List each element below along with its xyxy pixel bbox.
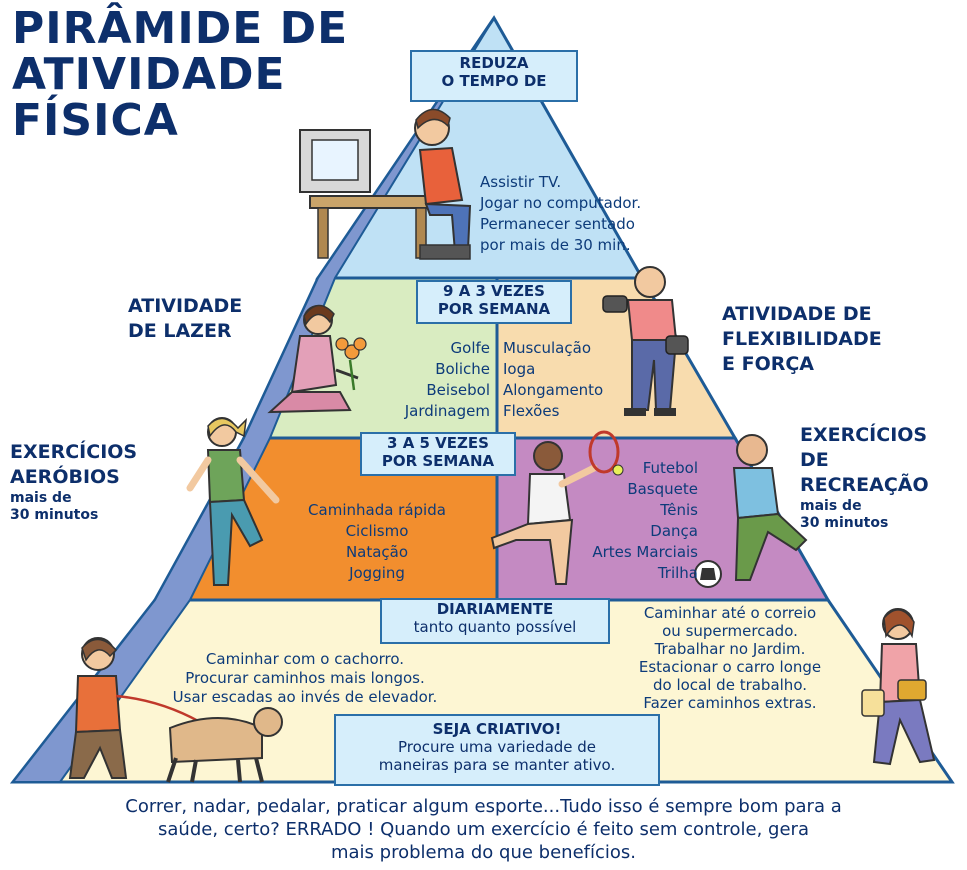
list-item: Basquete <box>627 480 698 498</box>
person-computer-illustration <box>299 108 472 260</box>
sedentary-list: Assistir TV. Jogar no computador. Perman… <box>480 172 641 256</box>
list-item: Assistir TV. <box>480 173 562 191</box>
list-item: Beisebol <box>426 381 490 399</box>
reduce-time-box-line-1: REDUZA <box>459 54 529 72</box>
list-item: Ioga <box>503 360 536 378</box>
frequency-box-tier2-line-1: 9 A 3 VEZES <box>443 282 545 300</box>
list-item: ou supermercado. <box>662 622 798 640</box>
dog-walker-illustration <box>68 637 283 783</box>
footer-caption: Correr, nadar, pedalar, praticar algum e… <box>10 795 957 864</box>
frequency-box-tier3-line-1: 3 A 5 VEZES <box>387 434 489 452</box>
be-creative-text-line-2: maneiras para se manter ativo. <box>378 756 616 774</box>
reduce-time-box-line-2: O TEMPO DE <box>441 72 547 90</box>
jogging-woman-illustration <box>186 417 280 586</box>
list-item: Jardinagem <box>404 402 490 420</box>
recreation-exercises-label: EXERCÍCIOS DE RECREAÇÃO mais de 30 minut… <box>800 423 929 532</box>
list-item: Estacionar o carro longe <box>638 658 822 676</box>
footer-line-1: Correr, nadar, pedalar, praticar algum e… <box>125 796 842 817</box>
title-line-2: ATIVIDADE <box>12 49 286 100</box>
label-line: DE LAZER <box>128 320 232 342</box>
list-item: Boliche <box>435 360 490 378</box>
label-line: ATIVIDADE DE <box>722 303 872 325</box>
tennis-player-illustration <box>490 430 624 585</box>
leisure-activity-label: ATIVIDADE DE LAZER <box>128 294 242 344</box>
label-line: AERÓBIOS <box>10 466 120 488</box>
label-line: DE <box>800 449 829 471</box>
label-subline: mais de <box>10 490 72 506</box>
list-item: Usar escadas ao invés de elevador. <box>172 688 438 706</box>
label-line: FLEXIBILIDADE <box>722 328 882 350</box>
daily-box-title: DIARIAMENTE <box>436 600 554 618</box>
list-item: por mais de 30 min. <box>480 236 631 254</box>
label-line: EXERCÍCIOS <box>10 441 138 463</box>
weightlifter-illustration <box>602 266 689 416</box>
label-line: ATIVIDADE <box>128 295 243 317</box>
list-item: Futebol <box>642 459 698 477</box>
list-item: do local de trabalho. <box>652 676 807 694</box>
list-item: Procurar caminhos mais longos. <box>185 669 425 687</box>
list-item: Fazer caminhos extras. <box>643 694 817 712</box>
flexibility-strength-label: ATIVIDADE DE FLEXIBILIDADE E FORÇA <box>722 302 882 377</box>
daily-box-text: tanto quanto possível <box>413 618 577 636</box>
footer-line-2: saúde, certo? ERRADO ! Quando um exercíc… <box>158 819 809 840</box>
strength-list: Musculação Ioga Alongamento Flexões <box>503 338 603 422</box>
be-creative-text-line-1: Procure uma variedade de <box>397 738 597 756</box>
list-item: Golfe <box>450 339 490 357</box>
be-creative-title: SEJA CRIATIVO! <box>432 720 562 738</box>
list-item: Alongamento <box>503 381 604 399</box>
list-item: Caminhar até o correio <box>643 604 817 622</box>
list-item: Jogging <box>349 564 405 582</box>
label-line: E FORÇA <box>722 353 815 375</box>
daily-right-list: Caminhar até o correio ou supermercado. … <box>610 604 850 712</box>
frequency-box-tier2-line-2: POR SEMANA <box>437 300 551 318</box>
list-item: Flexões <box>503 402 560 420</box>
list-item: Trilha <box>657 564 698 582</box>
label-subline: mais de <box>800 498 862 514</box>
footer-line-3: mais problema do que benefícios. <box>330 842 636 863</box>
be-creative-box: SEJA CRIATIVO! Procure uma variedade de … <box>334 714 660 786</box>
list-item: Dança <box>650 522 698 540</box>
daily-box: DIARIAMENTE tanto quanto possível <box>380 598 610 644</box>
reduce-time-box: REDUZA O TEMPO DE <box>410 50 578 102</box>
list-item: Ciclismo <box>345 522 409 540</box>
list-item: Tênis <box>660 501 698 519</box>
list-item: Natação <box>345 543 409 561</box>
page-title: PIRÂMIDE DE ATIVIDADE FÍSICA <box>12 6 348 144</box>
list-item: Musculação <box>503 339 591 357</box>
label-subline: 30 minutos <box>10 507 99 523</box>
title-line-1: PIRÂMIDE DE <box>12 3 349 54</box>
frequency-box-tier3: 3 A 5 VEZES POR SEMANA <box>360 432 516 476</box>
recreation-list: Futebol Basquete Tênis Dança Artes Marci… <box>580 458 698 584</box>
list-item: Jogar no computador. <box>480 194 642 212</box>
aerobic-list: Caminhada rápida Ciclismo Natação Joggin… <box>282 500 472 584</box>
soccer-player-illustration <box>694 434 808 588</box>
title-line-3: FÍSICA <box>12 95 179 146</box>
frequency-box-tier2: 9 A 3 VEZES POR SEMANA <box>416 280 572 324</box>
leisure-list: Golfe Boliche Beisebol Jardinagem <box>380 338 490 422</box>
list-item: Artes Marciais <box>592 543 698 561</box>
list-item: Permanecer sentado <box>480 215 635 233</box>
label-subline: 30 minutos <box>800 515 889 531</box>
shopping-woman-illustration <box>861 608 936 766</box>
daily-left-list: Caminhar com o cachorro. Procurar caminh… <box>130 650 480 707</box>
frequency-box-tier3-line-2: POR SEMANA <box>381 452 495 470</box>
list-item: Caminhada rápida <box>308 501 446 519</box>
aerobic-exercises-label: EXERCÍCIOS AERÓBIOS mais de 30 minutos <box>10 440 137 524</box>
label-line: EXERCÍCIOS <box>800 424 928 446</box>
gardening-woman-illustration <box>267 304 367 414</box>
list-item: Caminhar com o cachorro. <box>205 650 405 668</box>
list-item: Trabalhar no Jardim. <box>654 640 806 658</box>
label-line: RECREAÇÃO <box>800 474 929 496</box>
